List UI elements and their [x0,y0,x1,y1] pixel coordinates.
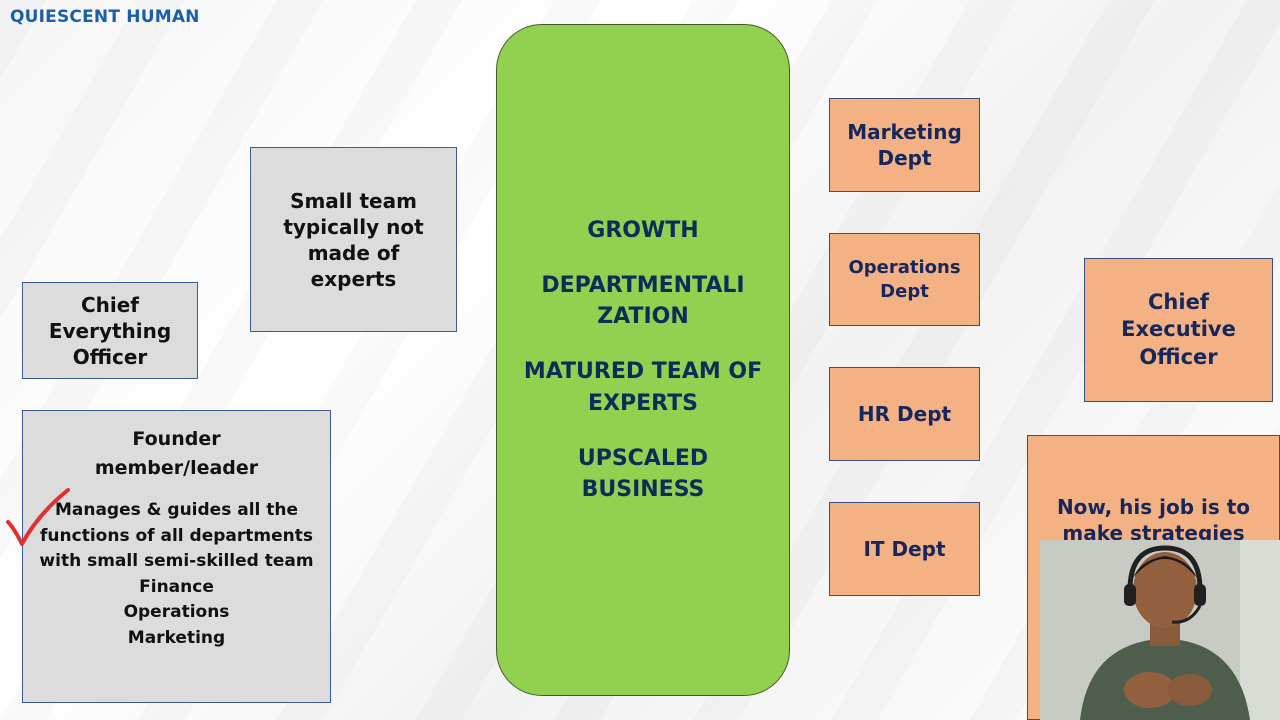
founder-box: Founder member/leader Manages & guides a… [22,410,331,703]
founder-title: Founder member/leader [94,428,259,479]
dept-marketing: Marketing Dept [829,98,980,192]
stage-growth: GROWTH [587,217,699,243]
dept-operations-label: Operations Dept [848,257,961,302]
chief-everything-officer-text: Chief Everything Officer [48,292,172,369]
dept-hr-label: HR Dept [857,402,952,426]
stage-departmentalization: DEPARTMENTALI ZATION [541,272,745,330]
stage-upscaled-business: UPSCALED BUSINESS [577,445,709,503]
small-team-box: Small team typically not made of experts [250,147,457,332]
founder-function-marketing: Marketing [127,627,226,648]
founder-description: Manages & guides all the functions of al… [23,498,330,651]
presenter-figure [1040,540,1280,720]
brand-logo-text: QUIESCENT HUMAN [10,7,200,27]
growth-stages-box: GROWTH DEPARTMENTALI ZATION MATURED TEAM… [496,24,790,696]
small-team-text: Small team typically not made of experts [283,188,424,291]
chief-executive-officer-box: Chief Executive Officer [1084,258,1273,402]
dept-operations: Operations Dept [829,233,980,326]
dept-hr: HR Dept [829,367,980,461]
chief-executive-officer-text: Chief Executive Officer [1121,290,1236,369]
strategy-text: Now, his job is to make strategies [1056,495,1251,545]
chief-everything-officer-box: Chief Everything Officer [22,282,198,379]
founder-desc-text: Manages & guides all the functions of al… [39,500,314,571]
webcam-video [1040,540,1280,720]
founder-function-finance: Finance [139,576,214,597]
dept-it-label: IT Dept [863,537,946,561]
dept-it: IT Dept [829,502,980,596]
dept-marketing-label: Marketing Dept [847,120,962,170]
founder-function-operations: Operations [123,602,230,622]
check-mark-icon [6,488,70,546]
stage-matured-team: MATURED TEAM OF EXPERTS [523,359,763,416]
